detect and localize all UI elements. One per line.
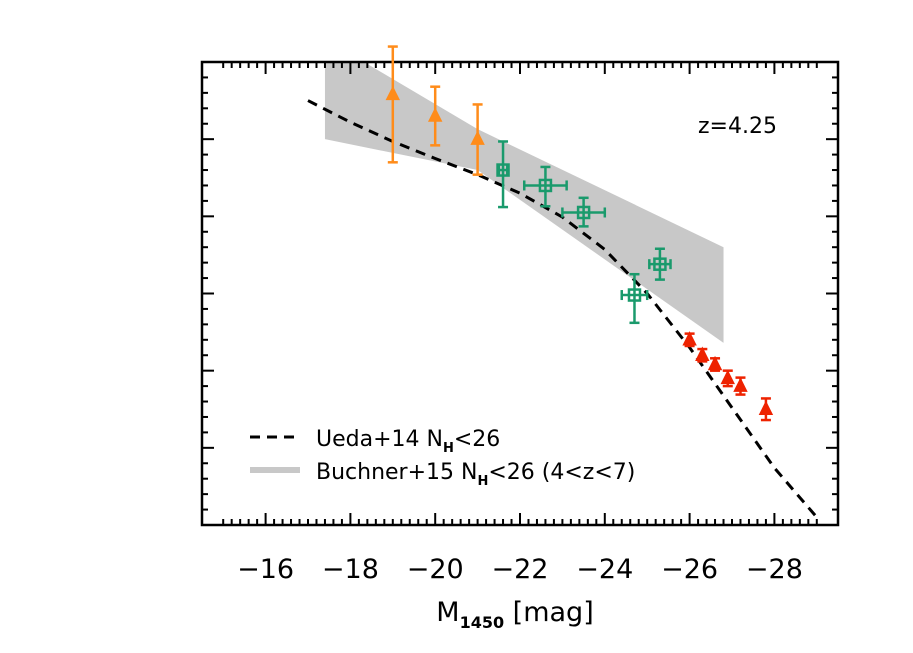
red-point-marker: [682, 331, 697, 346]
orange-point-marker: [470, 130, 485, 145]
orange-point-marker: [385, 85, 401, 101]
buchner-band: [324, 62, 724, 343]
legend: Ueda+14 NH<26 Buchner+15 NH<26 (4<z<7): [250, 427, 635, 489]
red-point-marker: [707, 355, 723, 371]
green-point-marker: [653, 257, 667, 271]
x-tick-label: −20: [407, 554, 464, 585]
green-point-marker: [496, 163, 510, 177]
x-tick-label: −22: [492, 554, 549, 585]
legend-ueda-label: Ueda+14 NH<26: [316, 427, 500, 456]
x-tick-label: −18: [322, 554, 379, 585]
green-point-marker: [538, 178, 553, 193]
red-point-marker: [733, 377, 748, 392]
x-tick-label: −16: [237, 554, 294, 585]
red-point-marker: [758, 400, 774, 415]
x-tick-label: −28: [746, 554, 803, 585]
legend-buchner-label: Buchner+15 NH<26 (4<z<7): [316, 460, 635, 489]
green-point-marker: [627, 288, 642, 302]
red-point-marker: [695, 346, 710, 361]
orange-point-marker: [427, 107, 443, 122]
green-point-marker: [576, 205, 591, 220]
x-axis-label: M1450 [mag]: [436, 597, 593, 632]
ueda-curve: [307, 99, 818, 519]
x-tick-label: −26: [661, 554, 718, 585]
x-tick-label: −24: [576, 554, 633, 585]
redshift-annotation: z=4.25: [698, 114, 777, 139]
red-point-marker: [720, 369, 735, 385]
plot-area: −16 −18 −20 −22 −24 −26 −28: [200, 45, 840, 585]
